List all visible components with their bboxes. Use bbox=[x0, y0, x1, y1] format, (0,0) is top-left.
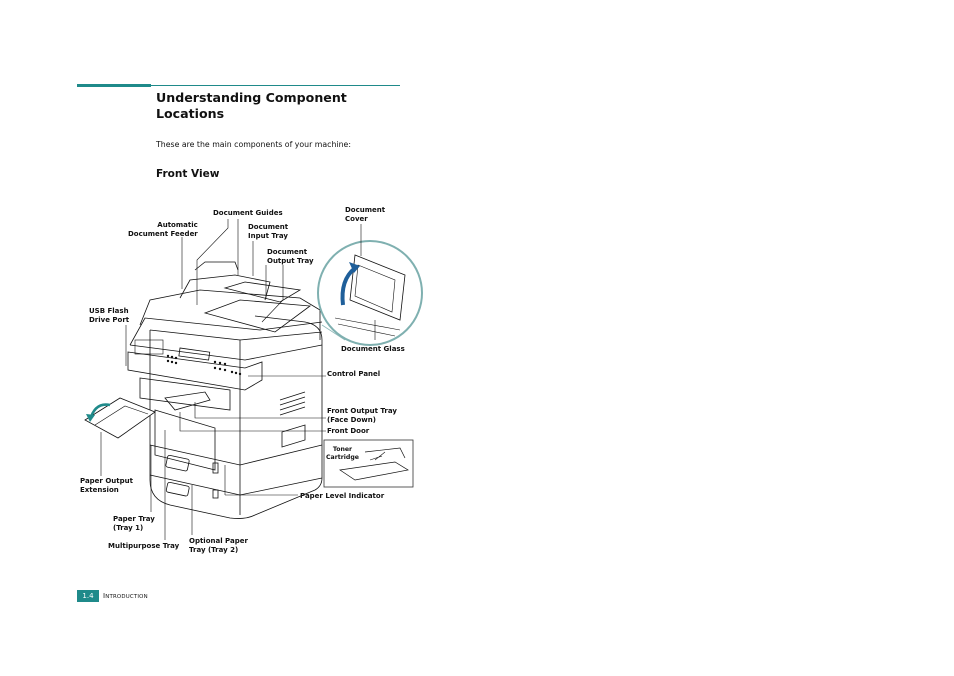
keypad-dots bbox=[134, 339, 242, 376]
label-optional-line1: Optional Paper bbox=[189, 537, 248, 545]
label-doc-input-line1: Document bbox=[248, 223, 289, 231]
label-adf-line1: Automatic bbox=[157, 221, 198, 229]
footer-section-rest: NTRODUCTION bbox=[105, 594, 148, 600]
label-document-guides: Document Guides bbox=[213, 209, 283, 217]
label-adf-line2: Document Feeder bbox=[128, 230, 198, 238]
footer-section-title: INTRODUCTION bbox=[103, 592, 148, 600]
label-doc-input-line2: Input Tray bbox=[248, 232, 288, 240]
footer-section-initial: I bbox=[103, 592, 106, 600]
label-front-output-line1: Front Output Tray bbox=[327, 407, 397, 415]
label-control-panel: Control Panel bbox=[327, 370, 381, 378]
heading-line-1: Understanding Component bbox=[156, 90, 347, 105]
label-doc-output-line2: Output Tray bbox=[267, 257, 314, 265]
label-paper-tray: Paper Tray (Tray 1) bbox=[113, 515, 155, 533]
label-doc-output-line1: Document bbox=[267, 248, 308, 256]
label-optional-line2: Tray (Tray 2) bbox=[189, 546, 239, 554]
label-paper-ext-line1: Paper Output bbox=[80, 477, 133, 485]
label-usb-port: USB Flash Drive Port bbox=[89, 307, 129, 325]
toner-inset bbox=[323, 439, 414, 488]
intro-text: These are the main components of your ma… bbox=[156, 140, 351, 149]
paper-extension-inset bbox=[84, 397, 156, 439]
label-toner-cartridge: Toner Cartridge bbox=[326, 446, 359, 462]
label-front-output-tray: Front Output Tray (Face Down) bbox=[327, 407, 397, 425]
label-paper-tray-line1: Paper Tray bbox=[113, 515, 155, 523]
heading-line-2: Locations bbox=[156, 106, 225, 121]
label-paper-tray-line2: (Tray 1) bbox=[113, 524, 144, 532]
label-document-input-tray: Document Input Tray bbox=[248, 223, 288, 241]
label-front-output-line2: (Face Down) bbox=[327, 416, 376, 424]
page-number-badge: 1.4 bbox=[77, 590, 99, 602]
leader-lines bbox=[100, 219, 386, 540]
label-paper-output-extension: Paper Output Extension bbox=[80, 477, 133, 495]
header-rule-accent bbox=[77, 84, 151, 87]
label-document-cover: Document Cover bbox=[345, 206, 385, 224]
label-front-door: Front Door bbox=[327, 427, 370, 435]
label-paper-level-indicator: Paper Level Indicator bbox=[300, 492, 385, 500]
label-optional-paper-tray: Optional Paper Tray (Tray 2) bbox=[189, 537, 248, 555]
label-document-glass: Document Glass bbox=[341, 345, 405, 353]
label-multipurpose-tray: Multipurpose Tray bbox=[108, 542, 180, 550]
label-adf: Automatic Document Feeder bbox=[128, 221, 198, 239]
label-doc-cover-line1: Document bbox=[345, 206, 386, 214]
label-toner-line1: Toner bbox=[332, 446, 353, 453]
section-heading: Understanding Component Locations bbox=[156, 90, 416, 122]
label-document-output-tray: Document Output Tray bbox=[267, 248, 314, 266]
label-usb-line1: USB Flash bbox=[89, 307, 129, 315]
header-rule-thin bbox=[151, 85, 400, 86]
label-toner-line2: Cartridge bbox=[326, 454, 359, 461]
document-cover-zoom bbox=[317, 240, 423, 346]
front-view-heading: Front View bbox=[156, 168, 220, 180]
label-usb-line2: Drive Port bbox=[89, 316, 130, 324]
label-paper-ext-line2: Extension bbox=[80, 486, 119, 494]
label-doc-cover-line2: Cover bbox=[345, 215, 368, 223]
